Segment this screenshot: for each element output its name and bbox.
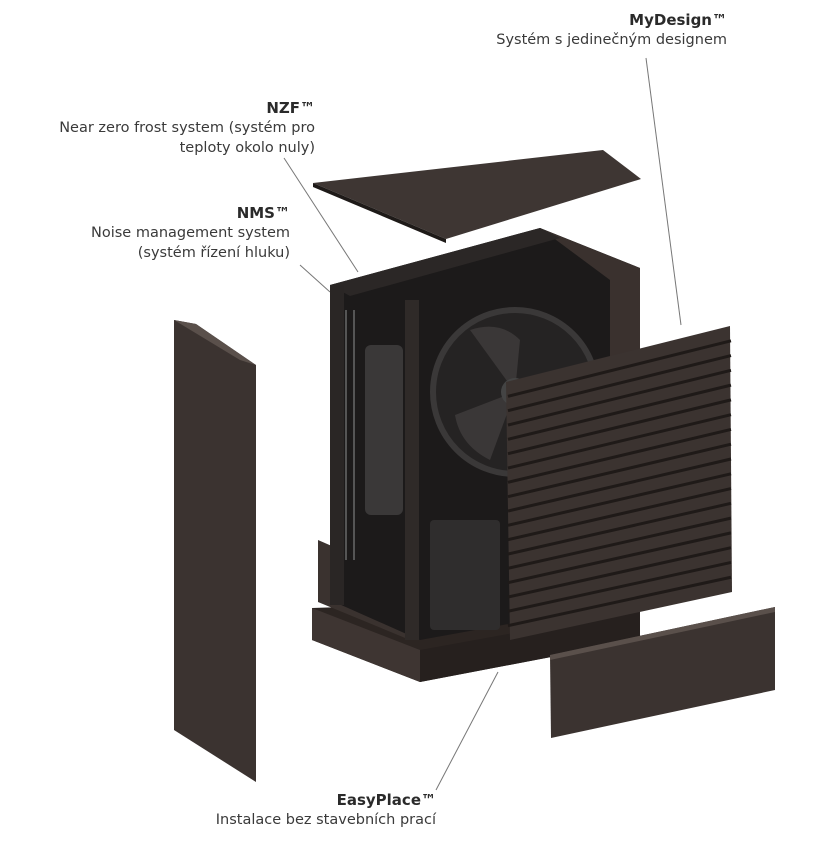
grille-slat bbox=[507, 413, 732, 470]
top-lid-panel bbox=[313, 150, 641, 239]
callout-nms: NMS™ Noise management system (systém říz… bbox=[91, 203, 290, 263]
grille-slat bbox=[507, 546, 732, 599]
callout-nzf: NZF™ Near zero frost system (systém pro … bbox=[59, 98, 315, 158]
grille-slat bbox=[507, 398, 732, 456]
grille-slat bbox=[507, 339, 732, 398]
leader-line-mydesign bbox=[645, 57, 682, 326]
leader-line-nzf bbox=[283, 157, 359, 273]
callout-title: NMS™ bbox=[236, 204, 290, 222]
callout-text: teploty okolo nuly) bbox=[179, 140, 315, 156]
grille-slat bbox=[507, 427, 732, 484]
bottom-front-panel bbox=[550, 607, 775, 738]
grille-slat bbox=[507, 487, 732, 542]
callout-text: Noise management system bbox=[91, 225, 290, 241]
left-side-panel bbox=[174, 320, 256, 782]
callout-title: EasyPlace™ bbox=[336, 791, 436, 809]
leader-line-nms bbox=[299, 264, 331, 293]
grille-slat bbox=[507, 472, 732, 527]
grille-slat bbox=[507, 383, 732, 441]
callout-easyplace: EasyPlace™ Instalace bez stavebních prac… bbox=[216, 790, 436, 830]
grille-slat bbox=[507, 501, 732, 556]
grille-slat bbox=[507, 354, 732, 413]
grille-slat bbox=[507, 457, 732, 513]
callout-text: (systém řízení hluku) bbox=[137, 245, 290, 261]
callout-text: Instalace bez stavebních prací bbox=[215, 812, 436, 828]
callout-mydesign: MyDesign™ Systém s jedinečným designem bbox=[496, 10, 727, 50]
callout-text: Systém s jedinečným designem bbox=[496, 32, 727, 48]
front-grille-panel bbox=[506, 326, 732, 640]
grille-slat bbox=[507, 575, 732, 628]
grille-slat bbox=[507, 560, 732, 613]
callout-title: MyDesign™ bbox=[629, 11, 727, 29]
callout-text: Near zero frost system (systém pro bbox=[59, 120, 315, 136]
grille-slat bbox=[507, 516, 732, 570]
callout-title: NZF™ bbox=[266, 99, 315, 117]
grille-slat bbox=[507, 368, 732, 427]
grille-slat bbox=[507, 442, 732, 499]
leader-line-easyplace bbox=[435, 671, 499, 791]
grille-slat bbox=[507, 531, 732, 585]
